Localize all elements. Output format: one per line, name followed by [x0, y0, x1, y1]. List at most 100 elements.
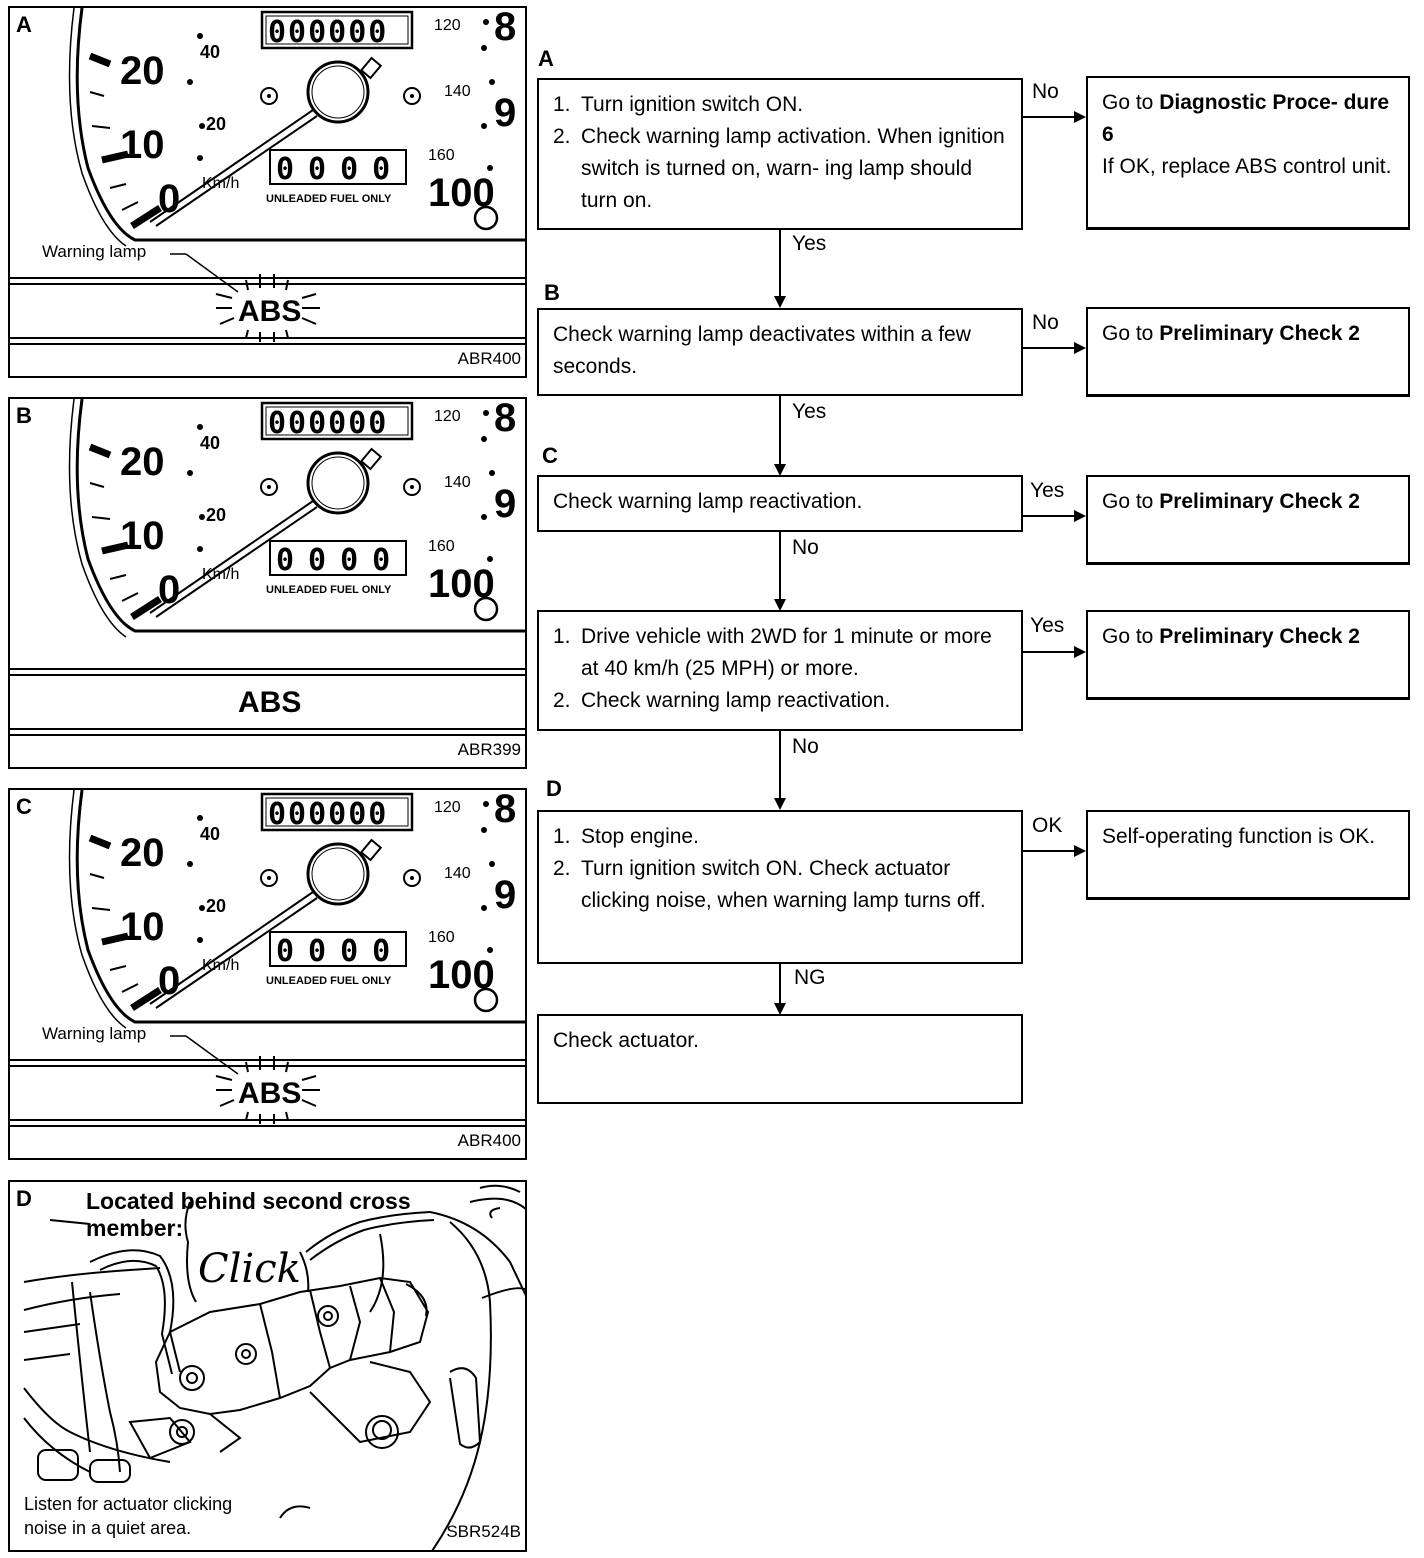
result-text: Go to	[1102, 91, 1160, 114]
location-title: Located behind second cross member:	[86, 1188, 411, 1242]
panel-letter: D	[16, 1186, 32, 1211]
gauge-scale-number: 9	[494, 482, 516, 526]
speed-unit: Km/h	[202, 957, 239, 974]
abs-lamp-text: ABS	[238, 1077, 301, 1110]
step-c2-box: 1.Drive vehicle with 2WD for 1 minute or…	[537, 610, 1023, 731]
figure-code: ABR400	[457, 1131, 521, 1150]
result-link-text: Preliminary Check 2	[1159, 322, 1360, 345]
step-letter-a: A	[538, 46, 554, 71]
step-letter-c: C	[542, 443, 558, 468]
gauge-scale-number: 40	[200, 824, 220, 844]
edge-label-no: No	[1032, 80, 1059, 103]
gauge-scale-number: 20	[120, 440, 165, 484]
edge-label-yes: Yes	[792, 400, 827, 423]
gauge-scale-number: 120	[434, 799, 461, 816]
lamp-rays	[215, 1056, 320, 1124]
edge-label-yes: Yes	[792, 232, 827, 255]
gauge-scale-number: 9	[494, 91, 516, 135]
speed-unit: Km/h	[202, 566, 239, 583]
result-b-box: Go to Preliminary Check 2	[1086, 307, 1410, 397]
gauge-scale-number: 0	[158, 177, 180, 221]
step-item: 1.Drive vehicle with 2WD for 1 minute or…	[553, 625, 992, 680]
gauge-scale-number: 120	[434, 17, 461, 34]
step-d-box: 1.Stop engine. 2.Turn ignition switch ON…	[537, 810, 1023, 964]
warning-lamp-strip: ABS	[10, 668, 525, 736]
panel-letter: C	[16, 794, 32, 819]
warning-lamp-label: Warning lamp	[42, 242, 147, 261]
location-title-line: member:	[86, 1215, 184, 1241]
speedometer-drawing: 000000 0000 UNLEADED FUEL ONLY 20 10 0 1…	[68, 790, 525, 1029]
gauge-scale-number: 8	[494, 8, 516, 49]
abs-lamp-text: ABS	[238, 295, 301, 328]
result-link-text: Preliminary Check 2	[1159, 625, 1360, 648]
gauge-scale-number: 160	[428, 147, 455, 164]
listen-note-line: noise in a quiet area.	[24, 1518, 192, 1538]
odometer-reading: 000000	[268, 15, 388, 50]
gauge-scale-number: 20	[120, 831, 165, 875]
result-text: Go to	[1102, 490, 1160, 513]
actuator-drawing: Click	[23, 1184, 525, 1550]
gauge-scale-number: 160	[428, 929, 455, 946]
fuel-note: UNLEADED FUEL ONLY	[266, 975, 392, 987]
step-item: 2.Check warning lamp reactivation.	[553, 689, 891, 712]
gauge-scale-number: 100	[428, 953, 495, 997]
gauge-scale-number: 120	[434, 408, 461, 425]
gauge-scale-number: 40	[200, 433, 220, 453]
gauge-scale-number: 100	[428, 562, 495, 606]
edge-label-yes: Yes	[1030, 479, 1065, 502]
gauge-scale-number: 10	[120, 905, 165, 949]
figure-code: ABR399	[457, 740, 521, 759]
step-b-box: Check warning lamp deactivates within a …	[537, 308, 1023, 396]
trip-reading: 0000	[276, 934, 404, 969]
lamp-rays	[215, 274, 320, 342]
gauge-scale-number: 20	[206, 896, 226, 916]
speedometer-drawing: 000000 0000 UNLEADED FUEL ONLY 20 10 0 1…	[68, 8, 525, 247]
panel-letter: A	[16, 12, 32, 37]
result-d-box: Self-operating function is OK.	[1086, 810, 1410, 900]
gauge-scale-number: 0	[158, 568, 180, 612]
edge-label-ok: OK	[1032, 814, 1063, 837]
gauge-scale-number: 9	[494, 873, 516, 917]
result-text: If OK, replace ABS control unit.	[1102, 155, 1392, 178]
gauge-scale-number: 8	[494, 399, 516, 440]
warning-lamp-strip: ABS	[10, 1035, 525, 1127]
result-c2-box: Go to Preliminary Check 2	[1086, 610, 1410, 700]
step-item: 1.Turn ignition switch ON.	[553, 93, 804, 116]
fuel-note: UNLEADED FUEL ONLY	[266, 193, 392, 205]
gauge-scale-number: 140	[444, 865, 471, 882]
edge-label-no: No	[792, 735, 819, 758]
gauge-scale-number: 140	[444, 83, 471, 100]
gauge-scale-number: 160	[428, 538, 455, 555]
listen-note: Listen for actuator clicking noise in a …	[24, 1492, 232, 1540]
step-c2-list: 1.Drive vehicle with 2WD for 1 minute or…	[553, 621, 1007, 717]
step-letter-d: D	[546, 776, 562, 801]
result-text: Go to	[1102, 625, 1160, 648]
step-a-box: 1.Turn ignition switch ON. 2.Check warni…	[537, 78, 1023, 230]
step-letter-b: B	[544, 280, 560, 305]
gauge-scale-number: 8	[494, 790, 516, 831]
result-c-box: Go to Preliminary Check 2	[1086, 475, 1410, 565]
step-a-list: 1.Turn ignition switch ON. 2.Check warni…	[553, 89, 1007, 217]
trip-reading: 0000	[276, 152, 404, 187]
panel-a-warning-lamp-on: 000000 0000 UNLEADED FUEL ONLY 20 10 0 1…	[8, 6, 527, 378]
gauge-scale-number: 10	[120, 514, 165, 558]
figure-code: SBR524B	[446, 1522, 521, 1541]
step-item: 2.Check warning lamp activation. When ig…	[553, 125, 1005, 212]
step-text: Check warning lamp deactivates within a …	[553, 323, 971, 378]
odometer-reading: 000000	[268, 797, 388, 832]
panel-c-warning-lamp-reactivated: 000000 0000 UNLEADED FUEL ONLY 20 10 0 1…	[8, 788, 527, 1160]
edge-label-ng: NG	[794, 966, 826, 989]
step-text: Check actuator.	[553, 1029, 699, 1052]
step-d-list: 1.Stop engine. 2.Turn ignition switch ON…	[553, 821, 1007, 917]
speed-unit: Km/h	[202, 175, 239, 192]
gauge-scale-number: 20	[206, 114, 226, 134]
warning-lamp-label: Warning lamp	[42, 1024, 147, 1043]
gauge-scale-number: 20	[206, 505, 226, 525]
edge-label-no: No	[792, 536, 819, 559]
step-item: 1.Stop engine.	[553, 825, 699, 848]
edge-label-yes: Yes	[1030, 614, 1065, 637]
panel-letter: B	[16, 403, 32, 428]
abs-lamp-text: ABS	[238, 686, 301, 719]
figure-code: ABR400	[457, 349, 521, 368]
